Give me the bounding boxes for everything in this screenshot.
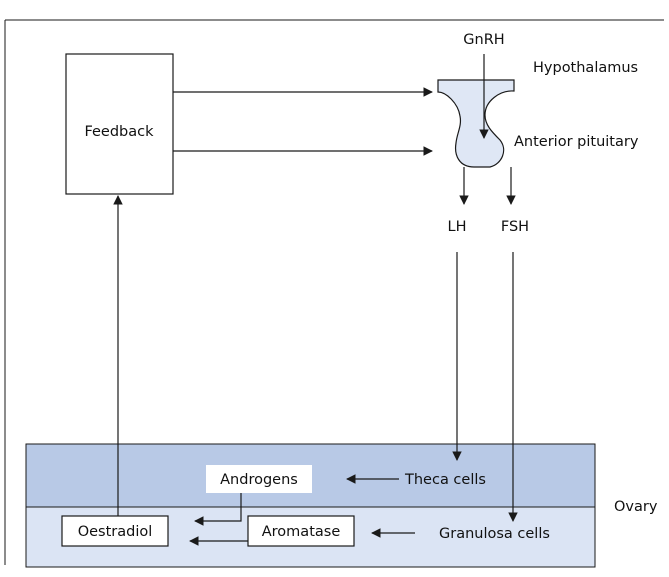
oestradiol-label: Oestradiol [78,524,153,540]
gnrh-label: GnRH [463,32,504,48]
feedback-label: Feedback [84,124,154,140]
aromatase-box [247,515,355,547]
pituitary-shape [437,79,515,168]
feedback-box [65,53,174,195]
aromatase-label: Aromatase [262,524,341,540]
oestradiol-box [61,515,169,547]
theca-cells-label: Theca cells [404,472,486,488]
androgens-box [206,465,312,493]
lh-label: LH [448,219,467,235]
androgens-to-oestradiol-arrow [194,493,242,526]
ovary-label: Ovary [614,499,658,515]
androgens-label: Androgens [220,472,298,488]
anterior-pituitary-label: Anterior pituitary [514,134,639,150]
granulosa-cells-label: Granulosa cells [439,526,550,542]
fsh-label: FSH [501,219,529,235]
hypothalamus-label: Hypothalamus [533,60,638,76]
